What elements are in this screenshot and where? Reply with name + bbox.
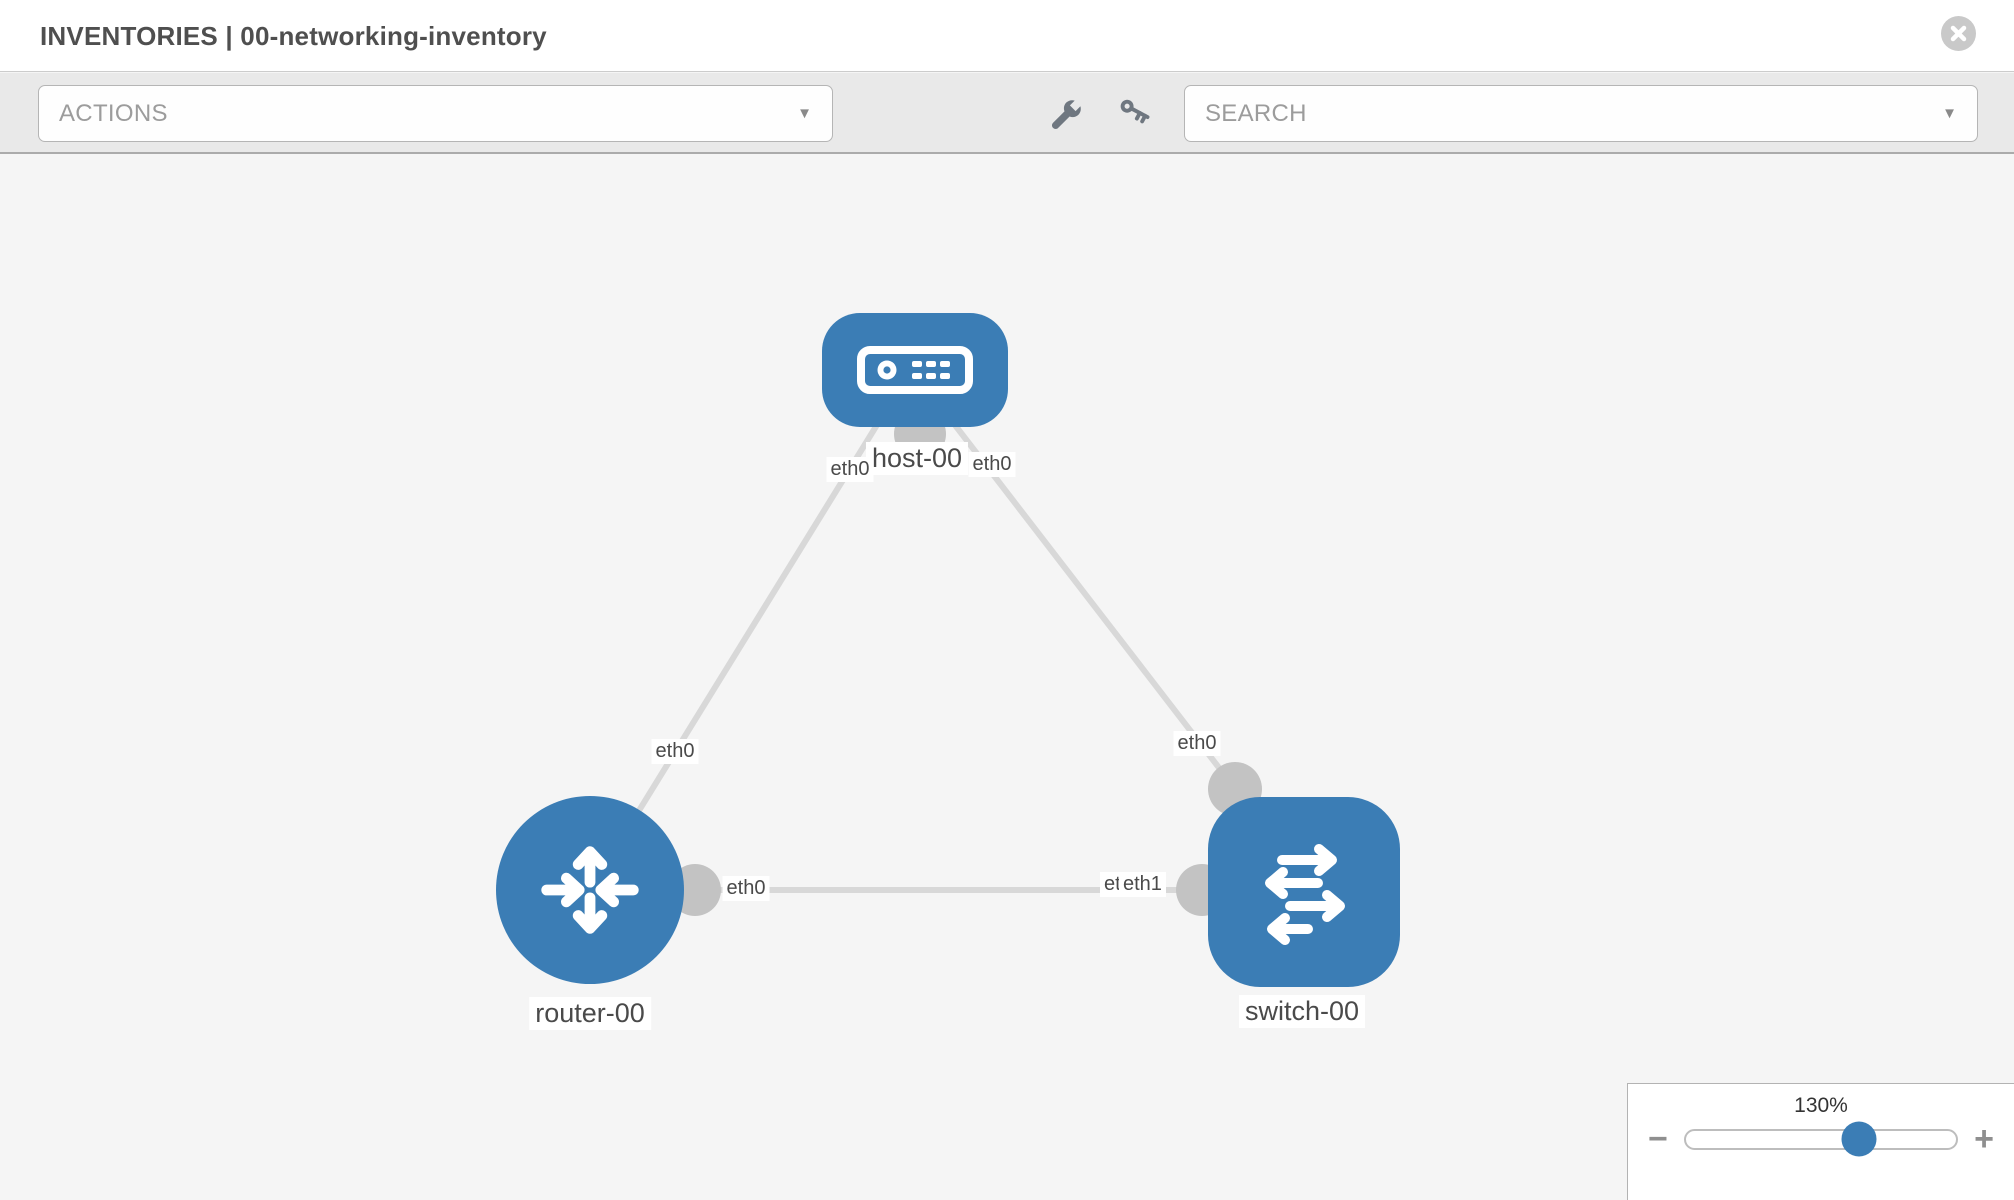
actions-dropdown-label: ACTIONS	[59, 99, 168, 127]
key-icon	[1120, 99, 1150, 124]
credentials-key-button[interactable]	[1114, 95, 1154, 135]
caret-down-icon: ▼	[797, 105, 812, 122]
host-icon	[857, 346, 973, 394]
interface-label: eth0	[968, 452, 1016, 477]
zoom-slider-track[interactable]	[1683, 1121, 1959, 1157]
switch-icon	[1265, 844, 1345, 945]
search-dropdown[interactable]: SEARCH ▼	[1184, 85, 1978, 142]
interface-label: eth0	[1173, 731, 1221, 756]
close-icon	[1950, 25, 1967, 42]
zoom-slider-handle[interactable]	[1841, 1121, 1877, 1157]
actions-dropdown[interactable]: ACTIONS ▼	[38, 85, 833, 142]
node-switch-00[interactable]	[1208, 797, 1400, 987]
interface-label: eth1	[1119, 872, 1166, 897]
search-dropdown-label: SEARCH	[1205, 99, 1307, 127]
interface-label: eth0	[651, 739, 699, 764]
link-host-switch[interactable]	[945, 414, 1273, 836]
node-label-switch: switch-00	[1238, 995, 1366, 1028]
toolbar: ACTIONS ▼ SEARCH ▼	[0, 73, 2014, 154]
zoom-level-value: 130%	[1794, 1094, 1848, 1117]
wrench-icon	[1051, 100, 1081, 130]
zoom-out-button[interactable]: −	[1648, 1120, 1668, 1158]
zoom-control-panel: 130% − +	[1627, 1083, 2014, 1200]
close-button[interactable]	[1941, 16, 1976, 51]
window-header: INVENTORIES | 00-networking-inventory	[0, 0, 2014, 72]
interface-label: eth0	[722, 876, 770, 901]
router-icon	[541, 846, 639, 934]
configure-tools-button[interactable]	[1046, 95, 1086, 135]
zoom-in-button[interactable]: +	[1974, 1120, 1994, 1158]
node-label-router: router-00	[529, 997, 651, 1030]
topology-canvas[interactable]: host-00 router-00 switch-00 eth0 eth0 et…	[0, 154, 2014, 1200]
page-title: INVENTORIES | 00-networking-inventory	[40, 21, 547, 51]
interface-label: eth0	[826, 457, 874, 482]
topology-links-layer	[587, 408, 1302, 916]
node-router-00[interactable]	[496, 796, 684, 984]
caret-down-icon: ▼	[1942, 105, 1957, 122]
node-host-00[interactable]	[822, 313, 1008, 427]
node-label-host: host-00	[865, 442, 969, 475]
